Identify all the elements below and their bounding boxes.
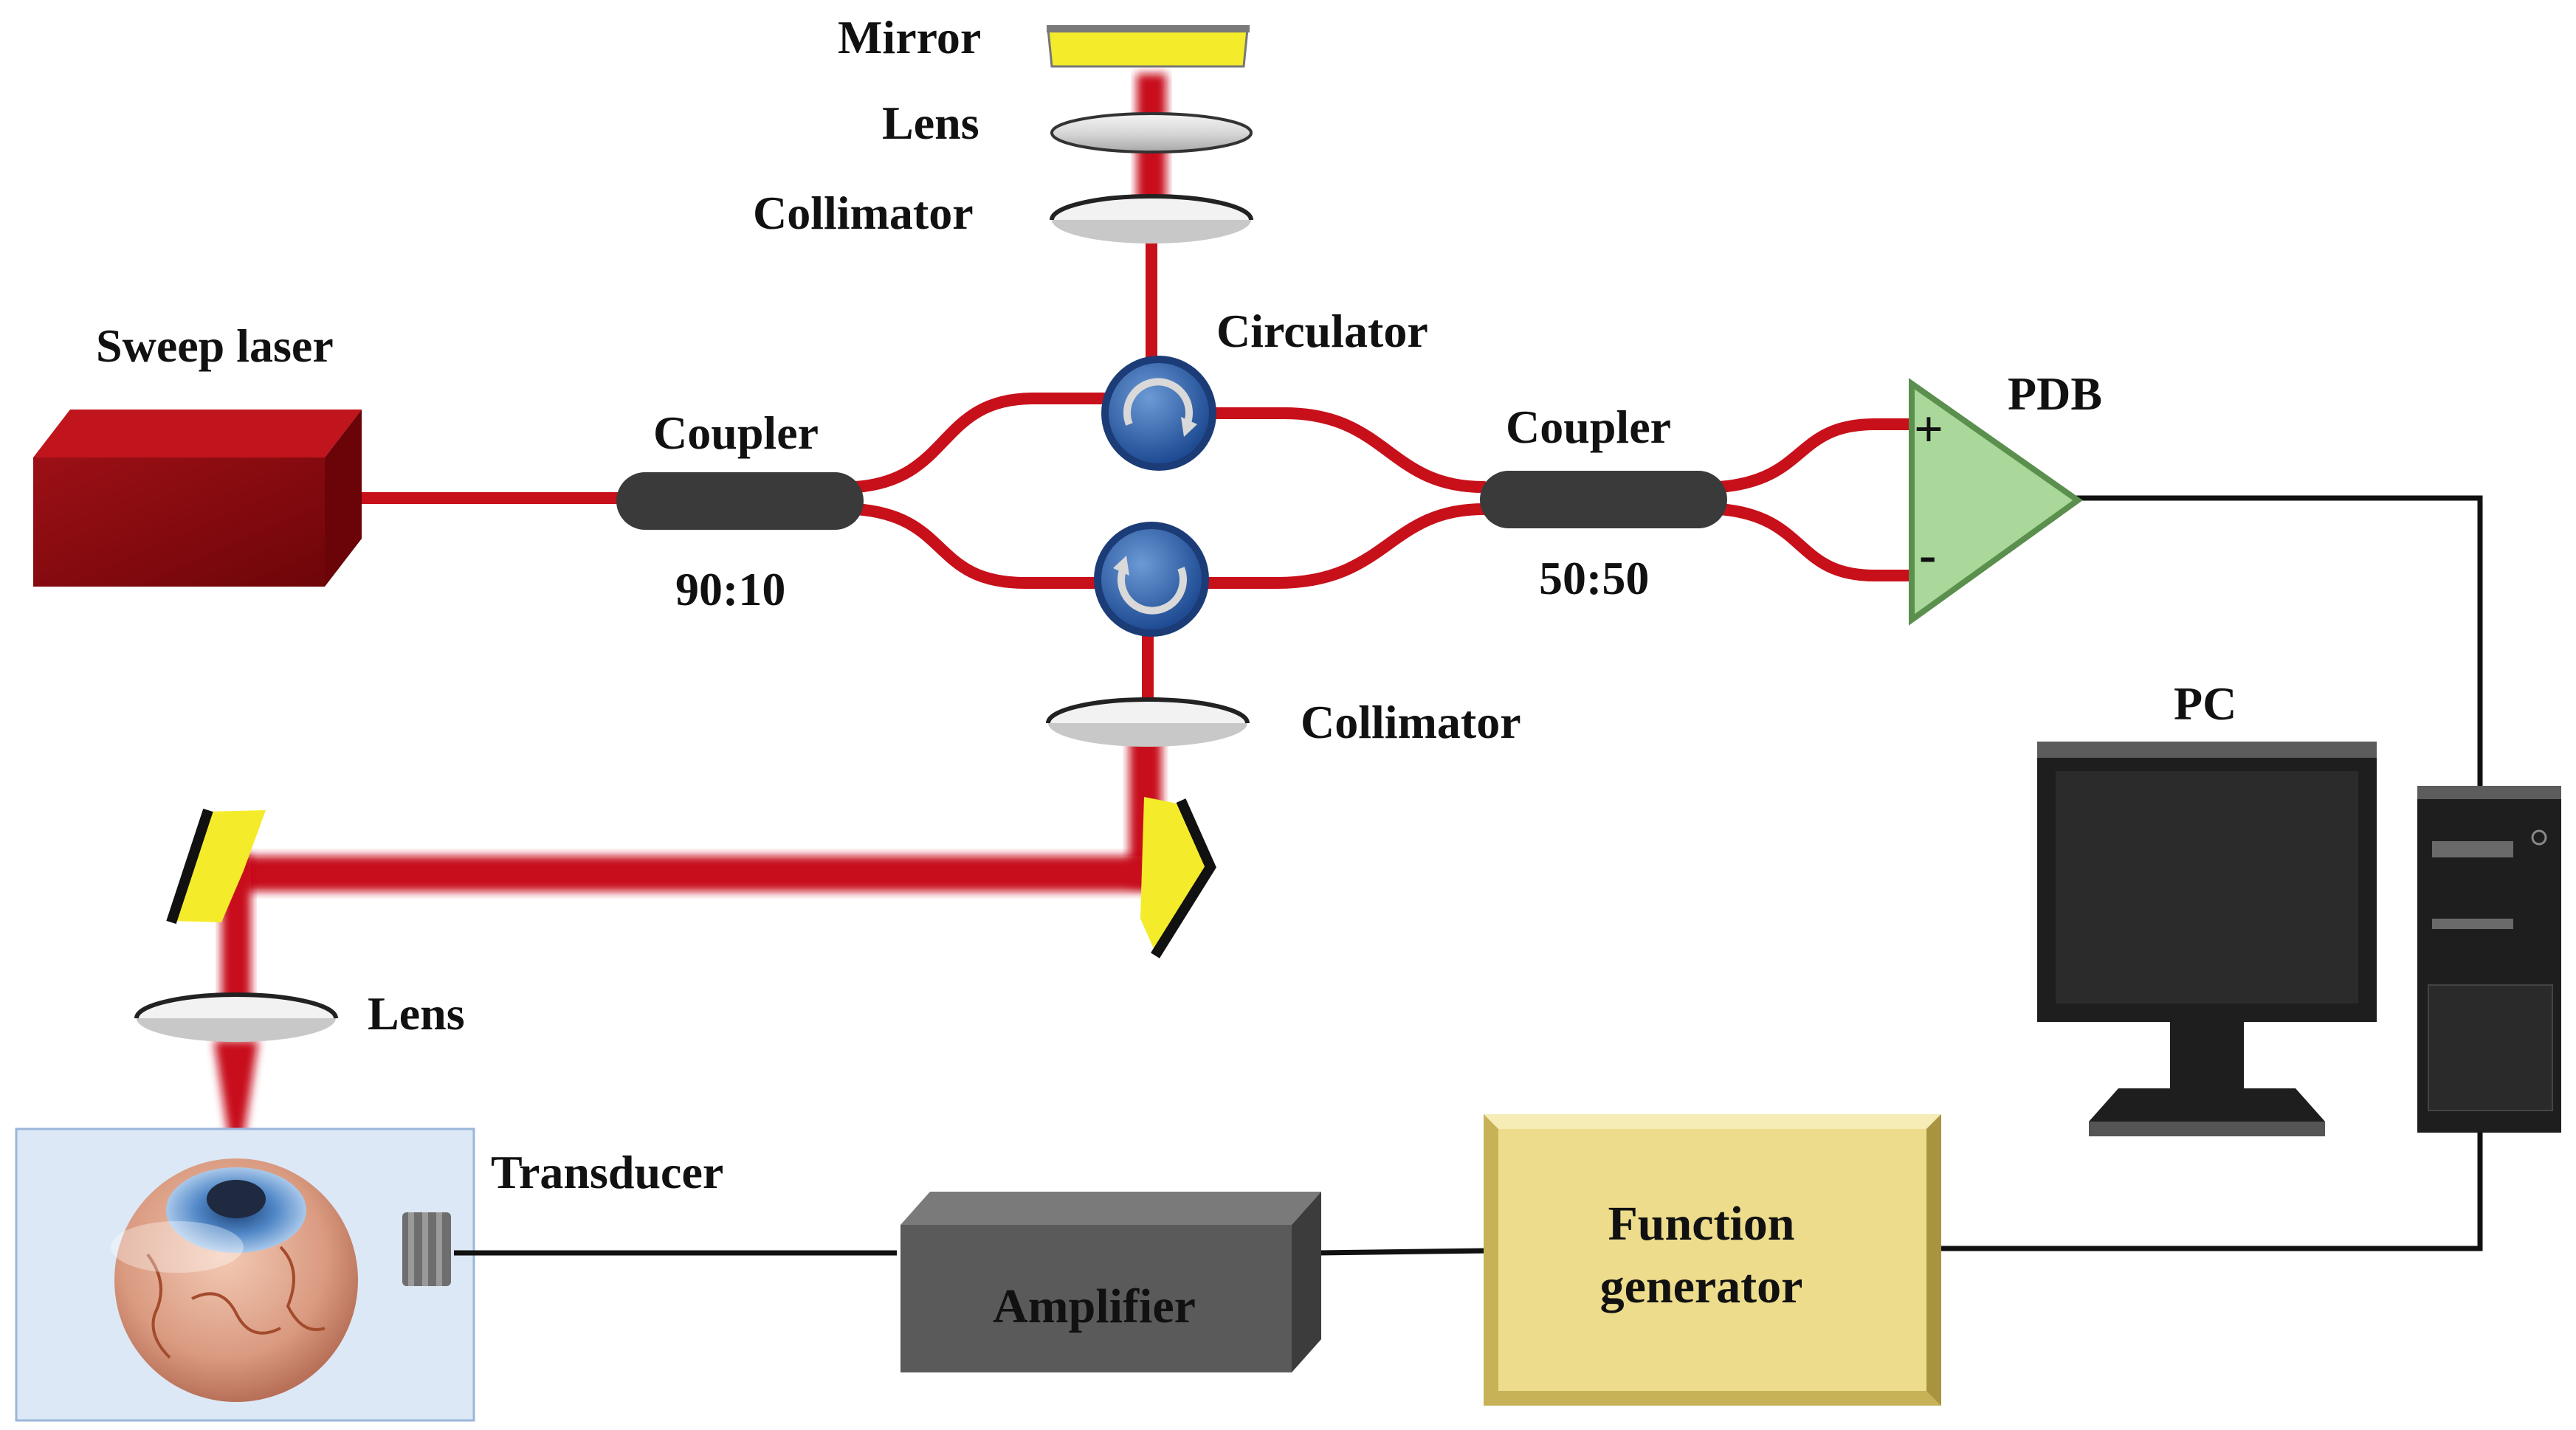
coupler-left [616, 472, 864, 530]
collimator-bottom-label: Collimator [1301, 696, 1521, 748]
fiber-coupler-to-circulator-top [850, 393, 1117, 493]
wire-amplifier-to-function-generator [1317, 1248, 1488, 1256]
transducer-device [402, 1212, 451, 1286]
pc-tower [2417, 786, 2561, 1133]
pdb-amplifier-triangle [1909, 378, 2083, 626]
transducer-label: Transducer [491, 1146, 723, 1198]
reference-mirror [1047, 25, 1250, 68]
wire-function-generator-to-pc [1941, 1133, 2483, 1251]
coupler-right-label: Coupler [1506, 401, 1671, 453]
circulator-label: Circulator [1216, 305, 1428, 357]
fiber-circulator-top-to-coupler [1205, 407, 1490, 493]
fiber-coupler-to-pdb-plus [1714, 418, 1925, 493]
steering-mirror-right [1140, 797, 1216, 958]
pdb-minus-label: - [1919, 527, 1936, 584]
circulator-bottom [1094, 522, 1209, 637]
lens-bottom-label: Lens [368, 987, 465, 1040]
mirror-label: Mirror [838, 11, 981, 63]
pdb-plus-label: + [1914, 401, 1943, 458]
sweep-laser-label: Sweep laser [96, 319, 334, 372]
coupler-right [1480, 471, 1727, 528]
sweep-laser [33, 410, 362, 587]
coupler-left-ratio: 90:10 [675, 563, 785, 615]
fiber-network [352, 238, 1925, 714]
pc-label: PC [2174, 677, 2236, 730]
fiber-coupler-to-circulator-bottom [850, 503, 1109, 589]
wire-pdb-to-pc [2074, 495, 2483, 786]
pc-monitor [2037, 742, 2377, 1136]
function-generator-box [1484, 1114, 1941, 1406]
collimator-top [1050, 194, 1253, 243]
fiber-circulator-bottom-to-coupler [1197, 503, 1490, 589]
eye-globe [111, 1158, 358, 1402]
focused-beam [214, 1040, 258, 1162]
coupler-right-ratio: 50:50 [1539, 552, 1649, 604]
lens-top-label: Lens [882, 97, 979, 149]
amplifier-label: Amplifier [993, 1279, 1196, 1333]
amplifier-box [900, 1192, 1321, 1372]
pdb-label: PDB [2008, 367, 2102, 420]
fiber-coupler-to-pdb-minus [1714, 503, 1925, 581]
collimator-top-label: Collimator [753, 187, 974, 239]
circulator-top [1101, 356, 1216, 471]
signal-wires [454, 495, 2483, 1256]
coupler-left-label: Coupler [653, 407, 819, 459]
lens-top [1050, 112, 1253, 153]
free-space-beams [214, 74, 1166, 1162]
collimator-bottom [1046, 697, 1250, 747]
function-generator-label-line1: Function [1608, 1197, 1794, 1251]
sample-beam-horizontal [221, 856, 1162, 891]
steering-mirror-left [166, 808, 266, 925]
lens-bottom [134, 992, 338, 1042]
function-generator-label-line2: generator [1600, 1260, 1803, 1313]
